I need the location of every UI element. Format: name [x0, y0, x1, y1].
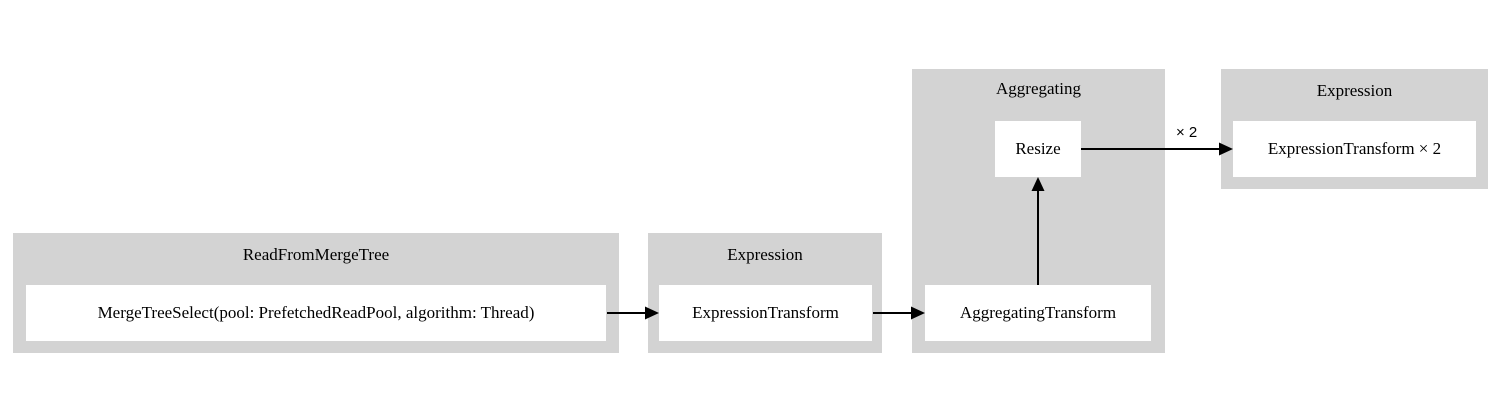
- node-expression-transform-x2[interactable]: ExpressionTransform × 2: [1233, 121, 1476, 177]
- cluster-label-expression-lower: Expression: [727, 245, 803, 264]
- node-label-merge-tree-select: MergeTreeSelect(pool: PrefetchedReadPool…: [97, 303, 535, 322]
- node-resize[interactable]: Resize: [995, 121, 1081, 177]
- cluster-label-expression-upper: Expression: [1316, 81, 1393, 100]
- node-aggregating-transform[interactable]: AggregatingTransform: [925, 285, 1151, 341]
- node-merge-tree-select[interactable]: MergeTreeSelect(pool: PrefetchedReadPool…: [26, 285, 606, 341]
- node-label-resize: Resize: [1015, 139, 1061, 158]
- node-expression-transform[interactable]: ExpressionTransform: [659, 285, 872, 341]
- node-label-expression-transform-x2: ExpressionTransform × 2: [1267, 139, 1442, 158]
- cluster-label-read-from-merge-tree: ReadFromMergeTree: [242, 245, 390, 264]
- node-label-aggregating-transform: AggregatingTransform: [959, 303, 1117, 322]
- edge-label-resize-to-expression-x2: × 2: [1176, 124, 1198, 141]
- node-label-expression-transform: ExpressionTransform: [692, 303, 839, 322]
- cluster-label-aggregating: Aggregating: [996, 79, 1081, 98]
